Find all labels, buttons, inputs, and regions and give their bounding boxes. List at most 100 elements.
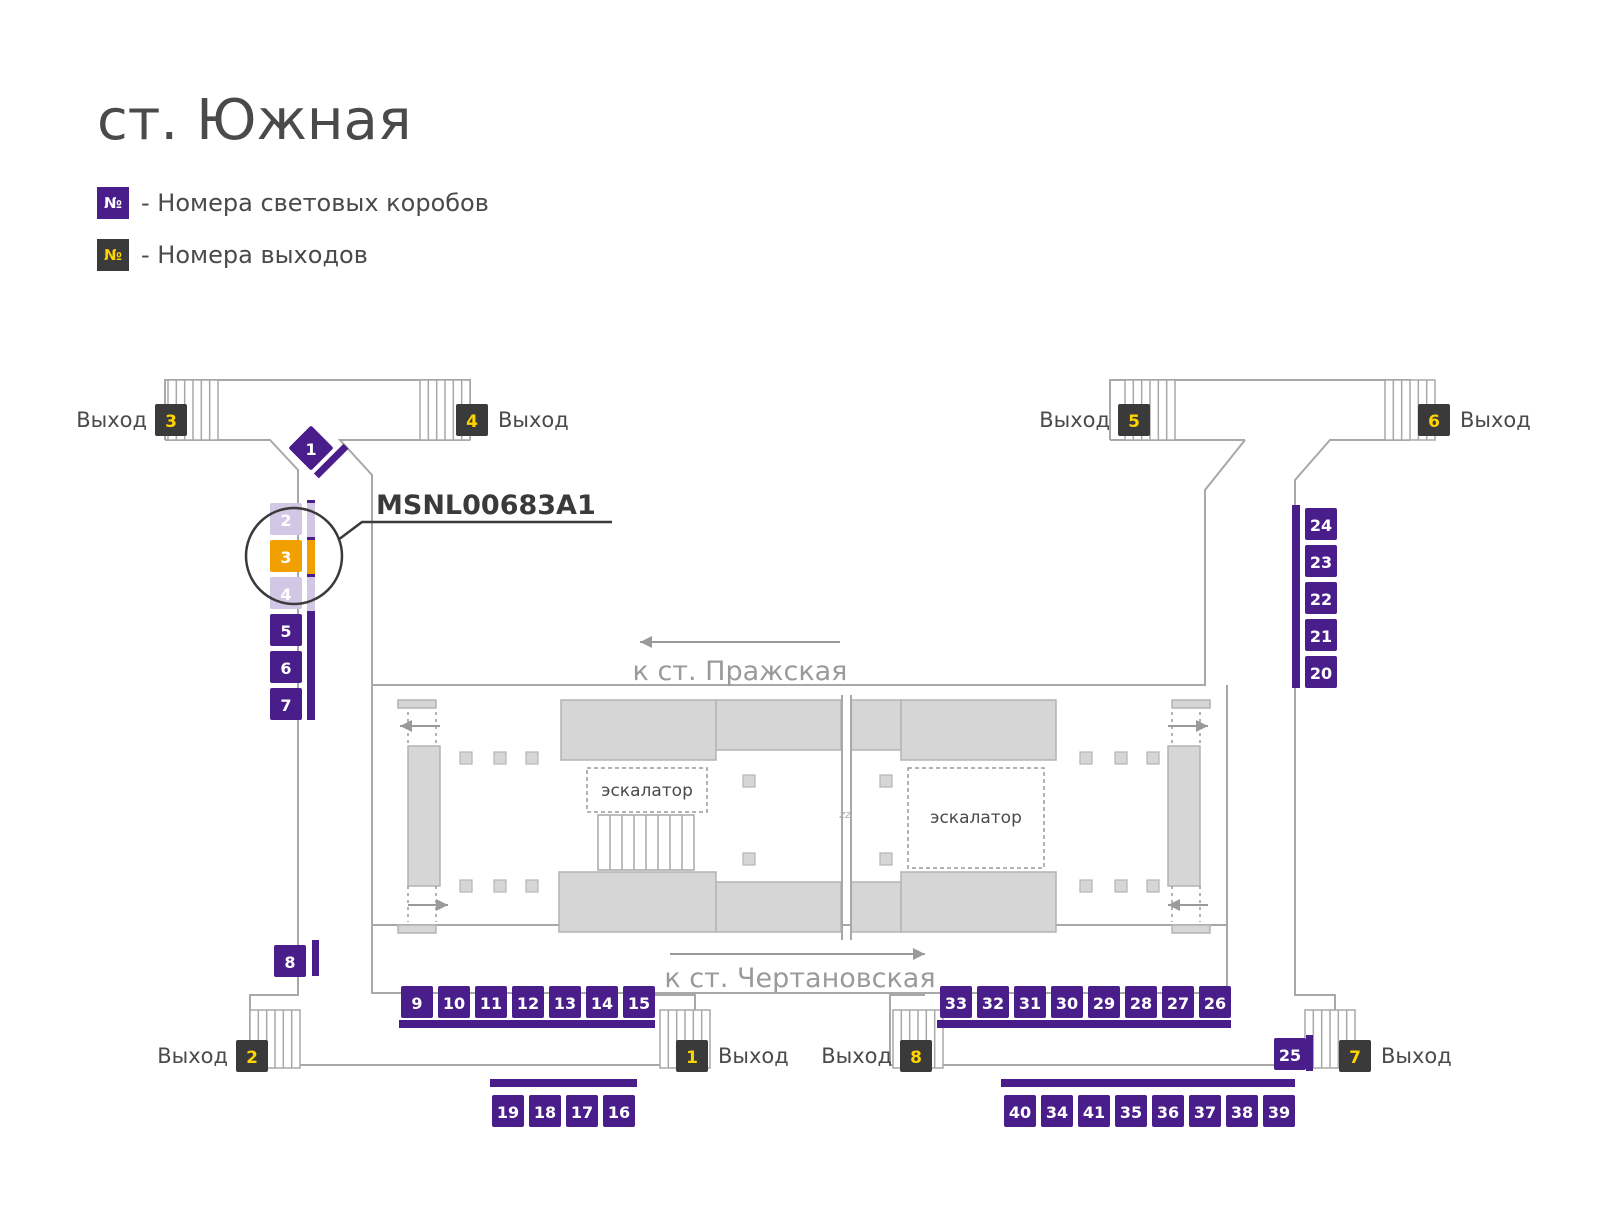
- lightbox-badge: [270, 651, 302, 683]
- lightbox-wall-strip-highlight: [307, 540, 315, 574]
- lightbox-40: 40: [1004, 1095, 1036, 1127]
- lightbox-number: 27: [1167, 994, 1189, 1013]
- column: [493, 751, 507, 765]
- platform-block: [560, 699, 717, 761]
- lightbox-37: 37: [1189, 1095, 1221, 1127]
- lightbox-number: 15: [628, 994, 650, 1013]
- lightbox-number: 28: [1130, 994, 1152, 1013]
- legend-box-swatch: №: [97, 187, 129, 219]
- lightbox-21: 21: [1305, 619, 1337, 651]
- lightbox-17: 17: [566, 1095, 598, 1127]
- lightbox-6: 6: [270, 651, 302, 683]
- lightbox-number: 10: [443, 994, 465, 1013]
- lightbox-badge: [1162, 986, 1194, 1018]
- escalator-right-label: эскалатор: [930, 808, 1022, 828]
- lightbox-badge: [270, 540, 302, 572]
- lightbox-9: 9: [401, 986, 433, 1018]
- station-title: ст. Южная: [97, 88, 412, 153]
- platform-block: [558, 871, 717, 933]
- lightbox-15: 15: [623, 986, 655, 1018]
- lightbox-badge: [512, 986, 544, 1018]
- exit-number: 4: [466, 412, 478, 432]
- legend-row-boxes: № - Номера световых коробов: [97, 187, 489, 219]
- lightbox-number: 37: [1194, 1103, 1216, 1122]
- lightbox-wall-strip: [1001, 1079, 1295, 1087]
- lightbox-20: 20: [1305, 656, 1337, 688]
- lightbox-number: 2: [280, 511, 291, 530]
- escalator-left-label: эскалатор: [601, 781, 693, 801]
- lightbox-badge: [1088, 986, 1120, 1018]
- lightbox-41: 41: [1078, 1095, 1110, 1127]
- lightbox-number: 16: [608, 1103, 630, 1122]
- lightbox-33: 33: [940, 986, 972, 1018]
- lightbox-11: 11: [475, 986, 507, 1018]
- lightbox-badge: [1004, 1095, 1036, 1127]
- lightbox-badge: [492, 1095, 524, 1127]
- platform-block: [1171, 699, 1211, 709]
- lightbox-number: 30: [1056, 994, 1078, 1013]
- lightbox-number: 12: [517, 994, 539, 1013]
- lightbox-number: 11: [480, 994, 502, 1013]
- legend-exit-swatch: №: [97, 239, 129, 271]
- lightbox-number: 25: [1279, 1046, 1301, 1065]
- highlight-code-label: MSNL00683A1: [376, 490, 596, 521]
- column: [493, 879, 507, 893]
- column: [525, 879, 539, 893]
- column: [879, 774, 893, 788]
- direction-label-top: к ст. Пражская: [633, 656, 848, 687]
- exit-label: Выход: [1039, 408, 1110, 432]
- exit-number: 7: [1349, 1048, 1361, 1068]
- column: [525, 751, 539, 765]
- lightbox-number: 5: [280, 622, 291, 641]
- platform-block: [407, 745, 441, 887]
- exit-number-badge: [456, 404, 488, 436]
- lightbox-wall-strip: [490, 1079, 637, 1087]
- lightbox-badge: [270, 688, 302, 720]
- lightbox-badge: [1305, 582, 1337, 614]
- lightbox-36: 36: [1152, 1095, 1184, 1127]
- lightbox-wall-strip-faded: [307, 503, 315, 537]
- lightbox-number: 26: [1204, 994, 1226, 1013]
- lightbox-wall-strip: [1292, 505, 1300, 688]
- lightbox-number: 8: [284, 953, 295, 972]
- lightbox-number: 24: [1310, 516, 1332, 535]
- exit-number: 8: [910, 1048, 922, 1068]
- platform-block: [1171, 924, 1211, 934]
- lightbox-number: 29: [1093, 994, 1115, 1013]
- lightbox-number: 1: [305, 440, 316, 459]
- lightbox-badge: [1305, 619, 1337, 651]
- exit-label: Выход: [76, 408, 147, 432]
- platform-block: [850, 881, 902, 933]
- lightbox-badge: [475, 986, 507, 1018]
- passage-arrow: [408, 899, 448, 911]
- lightbox-badge: [1189, 1095, 1221, 1127]
- exit-label: Выход: [498, 408, 569, 432]
- lightbox-badge: [401, 986, 433, 1018]
- column: [742, 774, 756, 788]
- lightbox-number: 19: [497, 1103, 519, 1122]
- lightbox-1: 1: [289, 426, 349, 479]
- callout-line: [337, 520, 612, 541]
- exit-label: Выход: [821, 1044, 892, 1068]
- column: [1146, 879, 1160, 893]
- exit-8: 8 Выход: [821, 1040, 932, 1072]
- lightbox-18: 18: [529, 1095, 561, 1127]
- lightbox-number: 41: [1083, 1103, 1105, 1122]
- exit-number-badge: [1418, 404, 1450, 436]
- lightbox-number: 23: [1310, 553, 1332, 572]
- lightbox-badge: [274, 945, 306, 977]
- exit-label: Выход: [1460, 408, 1531, 432]
- lightbox-wall-strip: [399, 1020, 655, 1028]
- lightbox-8: 8: [274, 945, 306, 977]
- exit-4: 4 Выход: [456, 404, 569, 436]
- lightbox-badge: [1152, 1095, 1184, 1127]
- column: [459, 751, 473, 765]
- stairs-escalator-left: [597, 814, 695, 871]
- lightbox-badge: [1078, 1095, 1110, 1127]
- lightbox-badge: [603, 1095, 635, 1127]
- lightbox-number: 3: [280, 548, 291, 567]
- lightbox-number: 6: [280, 659, 291, 678]
